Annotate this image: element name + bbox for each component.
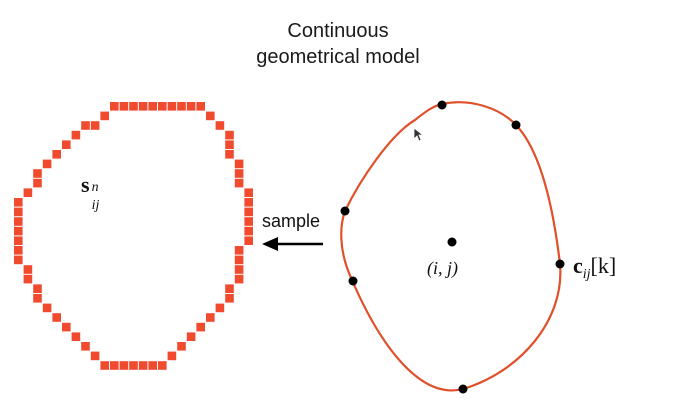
pixel-cell: [33, 284, 42, 293]
pixel-cell: [14, 217, 23, 226]
pixel-cell: [167, 102, 177, 111]
pixel-cell: [234, 274, 244, 284]
pixel-cell: [33, 294, 42, 303]
pixel-cell: [90, 351, 100, 361]
pixel-cell: [33, 178, 42, 188]
pixel-cell: [244, 217, 253, 226]
pixel-cell: [206, 313, 215, 322]
pixel-cell: [206, 111, 215, 121]
pixel-cell: [158, 361, 167, 370]
control-point-label: cij[k]: [573, 253, 617, 282]
pixel-cell: [186, 102, 196, 111]
pixel-cell: [14, 198, 23, 207]
pixel-cell: [234, 265, 244, 274]
pixel-cell: [129, 102, 138, 111]
pixel-cell: [14, 246, 23, 255]
control-point-subscript: ij: [582, 267, 591, 282]
sample-arrow: [262, 237, 323, 251]
sample-label: sample: [262, 211, 321, 231]
pixel-cell: [148, 102, 157, 111]
pixel-cell: [234, 246, 244, 255]
title-line-1: Continuous: [287, 20, 389, 42]
pixel-cell: [244, 207, 253, 217]
pixel-cell: [148, 361, 157, 370]
control-point-symbol: c: [573, 253, 583, 278]
pixel-cell: [81, 121, 90, 130]
mouse-pointer-icon: [413, 127, 425, 142]
center-label: (i, j): [427, 258, 458, 278]
pixel-cell: [62, 322, 71, 332]
pixel-cell: [14, 207, 23, 217]
pixel-cell: [23, 265, 33, 274]
pixel-cell: [119, 102, 129, 111]
control-point: [340, 206, 350, 216]
pixel-cell: [42, 159, 52, 169]
pixel-cell: [225, 150, 234, 159]
center-point: [447, 237, 457, 247]
pixel-cell: [138, 102, 148, 111]
continuous-contour-curve: [340, 101, 562, 392]
sampled-symbol: s: [81, 172, 90, 197]
pixel-cell: [42, 303, 52, 313]
pixel-cell: [215, 303, 225, 313]
pixel-cell: [215, 121, 225, 130]
pixel-cell: [225, 140, 234, 149]
control-point: [511, 120, 521, 130]
pixel-cell: [234, 255, 244, 265]
pixel-cell: [244, 226, 253, 236]
pixel-cell: [14, 255, 23, 265]
control-point: [348, 276, 358, 286]
pixel-cell: [71, 332, 81, 341]
pixel-cell: [244, 236, 253, 245]
pixel-cell: [110, 361, 119, 370]
pixel-cell: [119, 361, 129, 370]
pixel-cell: [81, 342, 90, 351]
pixel-cell: [110, 102, 119, 111]
pixel-cell: [186, 332, 196, 341]
pixel-cell: [158, 102, 167, 111]
pixel-cell: [244, 198, 253, 207]
pixel-cell: [196, 322, 205, 332]
pixel-cell: [129, 361, 138, 370]
pixel-cell: [14, 236, 23, 245]
pixel-cell: [52, 150, 61, 159]
pixel-cell: [234, 169, 244, 178]
pixel-cell: [62, 140, 71, 149]
pixel-cell: [138, 361, 148, 370]
control-point-index: [k]: [590, 253, 617, 278]
pixel-cell: [71, 130, 81, 140]
control-point: [458, 384, 468, 394]
control-point: [555, 259, 565, 269]
pixel-cell: [225, 130, 234, 140]
sampled-subscript: ij: [91, 198, 100, 213]
pixel-cell: [225, 284, 234, 293]
pixel-cell: [225, 294, 234, 303]
pixel-cell: [100, 111, 109, 121]
title-line-2: geometrical model: [256, 46, 420, 68]
pixel-cell: [23, 274, 33, 284]
pixel-cell: [234, 178, 244, 188]
pixel-cell: [100, 361, 109, 370]
pixel-cell: [244, 188, 253, 197]
control-point: [437, 100, 447, 110]
pixel-cell: [14, 226, 23, 236]
pixel-cell: [90, 121, 100, 130]
pixel-cell: [167, 351, 177, 361]
pixel-cell: [177, 342, 186, 351]
pixel-cell: [23, 188, 33, 197]
pixel-cell: [33, 169, 42, 178]
pixel-cell: [234, 159, 244, 169]
pixel-cell: [196, 102, 205, 111]
pixel-cell: [52, 313, 61, 322]
pixel-cell: [177, 102, 186, 111]
sampled-superscript: n: [91, 180, 99, 195]
